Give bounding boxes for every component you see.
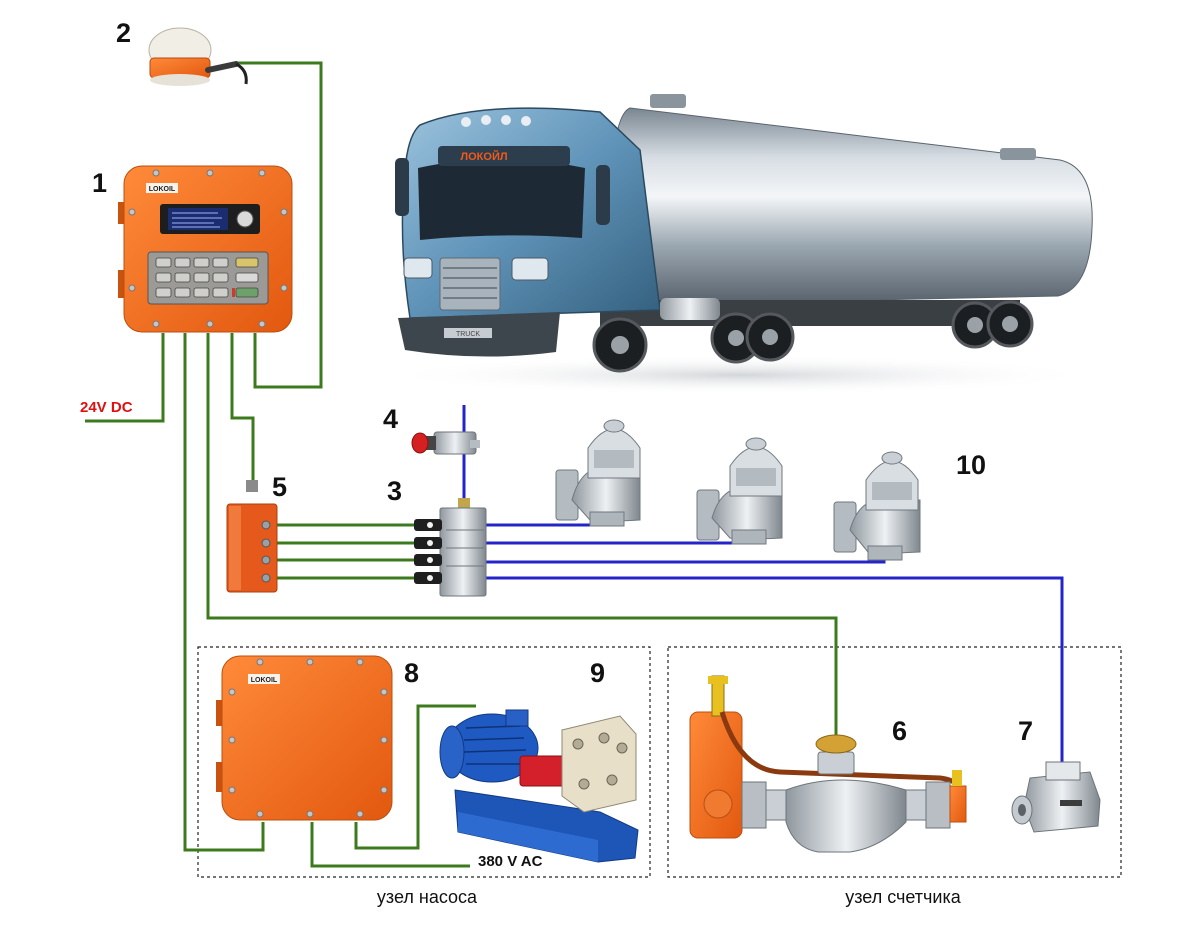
cable-pump-box-to-motor — [354, 704, 476, 850]
valve-manifold-3 — [414, 498, 487, 597]
tanker-truck: ЛОКОЙЛ TRUCK — [380, 94, 1100, 395]
green-cables — [85, 61, 838, 868]
headlight-left — [403, 257, 433, 279]
pump-coupling — [519, 755, 567, 787]
grill-text: TRUCK — [456, 331, 480, 338]
cable-controller-to-pump-box — [183, 333, 265, 852]
label-6: 6 — [892, 716, 907, 746]
label-380v-ac: 380 V AC — [478, 853, 543, 870]
label-9: 9 — [590, 658, 605, 688]
flow-meter-6 — [689, 675, 967, 853]
pump-group-caption: узел насоса — [377, 887, 478, 907]
bottom-valves-10 — [555, 419, 921, 561]
sensor-7 — [1011, 761, 1101, 833]
pump-head — [561, 715, 637, 813]
pump-control-box-8: LOKOIL — [216, 655, 393, 821]
junction-box-5 — [226, 480, 278, 593]
truck-grill — [439, 257, 501, 311]
truck-shadow — [380, 355, 1100, 395]
pump-box-brand-text: LOKOIL — [251, 677, 278, 684]
bottom-valve-1 — [555, 419, 641, 527]
cable-controller-to-meter — [206, 333, 838, 737]
air-line-valve-3 — [486, 553, 886, 564]
pump-box-brand-plate — [248, 674, 280, 684]
controller-1: LOKOIL — [118, 165, 293, 333]
fuel-tank — [660, 298, 720, 320]
pump-group-box — [197, 646, 651, 878]
bottom-valve-2 — [696, 437, 783, 545]
truck-brand-text: ЛОКОЙЛ — [460, 150, 507, 163]
tank-hatch — [650, 94, 686, 108]
meter-group-box — [667, 646, 1122, 878]
emergency-button-4 — [411, 431, 480, 455]
controller-knob — [236, 210, 254, 228]
meter-body — [785, 779, 907, 853]
cable-controller-to-sensor — [236, 61, 323, 389]
label-24v-dc: 24V DC — [80, 399, 133, 416]
mirror-left — [395, 158, 409, 216]
sun-visor — [438, 146, 570, 166]
mirror-right — [596, 165, 610, 225]
label-4: 4 — [383, 404, 398, 434]
tank-body — [609, 107, 1093, 306]
label-5: 5 — [272, 472, 287, 502]
sensor-2 — [148, 27, 248, 86]
headlight-right — [511, 257, 549, 281]
label-7: 7 — [1018, 716, 1033, 746]
bottom-valve-3 — [833, 451, 921, 561]
pump-unit-9 — [439, 709, 639, 863]
label-1: 1 — [92, 168, 107, 198]
meter-group-caption: узел счетчика — [845, 887, 962, 907]
air-line-to-sensor-7 — [486, 576, 1064, 762]
label-10: 10 — [956, 450, 986, 480]
label-8: 8 — [404, 658, 419, 688]
label-3: 3 — [387, 476, 402, 506]
cable-controller-to-junction — [230, 333, 255, 485]
controller-brand-plate — [146, 183, 178, 193]
cable-24v-dc — [85, 333, 165, 423]
cable-380v-ac — [310, 822, 470, 868]
windshield — [418, 159, 585, 240]
label-2: 2 — [116, 18, 131, 48]
tank-rear-hatch — [1000, 148, 1036, 160]
controller-brand-text: LOKOIL — [149, 186, 176, 193]
